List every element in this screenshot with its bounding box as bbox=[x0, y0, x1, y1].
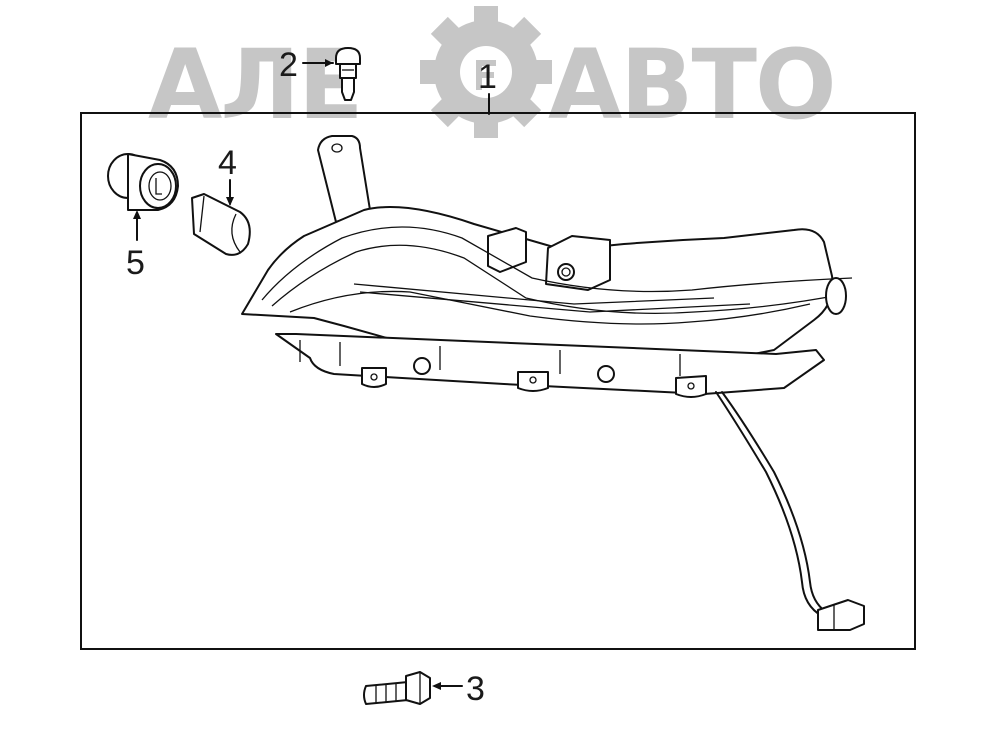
callout-3: 3 bbox=[432, 670, 485, 708]
callout-1: 1 bbox=[478, 58, 497, 115]
svg-text:4: 4 bbox=[218, 144, 237, 182]
bolt-part bbox=[363, 671, 431, 705]
diagram-frame bbox=[80, 112, 916, 650]
callout-4: 4 bbox=[218, 144, 237, 206]
gear-logo-icon bbox=[420, 6, 552, 138]
watermark-logo: АЛЕ АВТО bbox=[148, 6, 837, 141]
drl-lamp-assembly bbox=[241, 135, 865, 631]
callout-5: 5 bbox=[126, 210, 145, 282]
svg-text:1: 1 bbox=[478, 58, 497, 96]
svg-text:5: 5 bbox=[126, 244, 145, 282]
svg-text:АЛЕ: АЛЕ bbox=[148, 29, 362, 141]
bulb-part bbox=[191, 193, 251, 256]
callout-2: 2 bbox=[279, 46, 334, 84]
bulb-socket-part bbox=[107, 153, 179, 211]
svg-text:2: 2 bbox=[279, 46, 298, 84]
svg-text:3: 3 bbox=[466, 670, 485, 708]
clip-part bbox=[335, 47, 361, 101]
svg-text:АВТО: АВТО bbox=[548, 29, 835, 141]
